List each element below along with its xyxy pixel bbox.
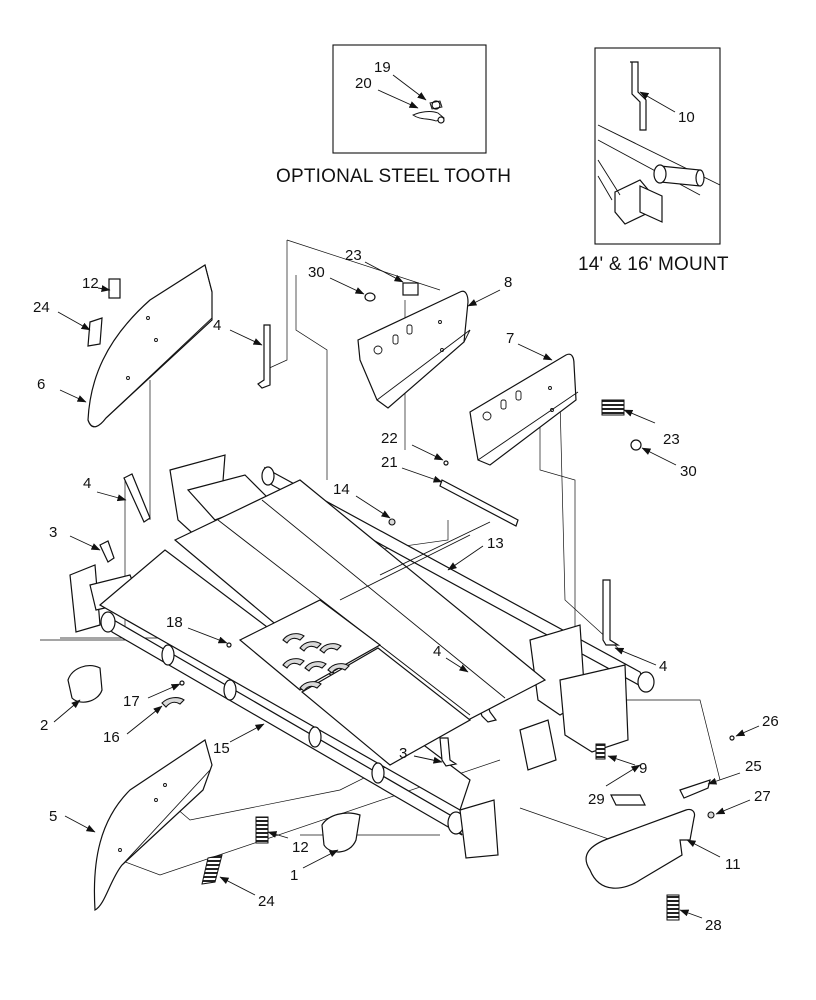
- callout-7: 7: [506, 330, 514, 347]
- part-23-lower-decal: [601, 399, 625, 416]
- callout-4-right: 4: [659, 658, 667, 675]
- mount-bracket-part: [630, 61, 647, 131]
- inset-mount-frame: [594, 47, 721, 245]
- callout-30-upper: 30: [308, 264, 325, 281]
- inset-mount-caption: 14' & 16' MOUNT: [578, 254, 729, 275]
- inset-mount: 10 14' & 16' MOUNT: [578, 47, 729, 275]
- callout-23-lower: 23: [663, 431, 680, 448]
- callout-4-left: 4: [83, 475, 91, 492]
- inset-steel-tooth: 19 20 OPTIONAL STEEL TOOTH: [276, 44, 511, 187]
- callout-22: 22: [381, 430, 398, 447]
- part-4-bracket-left: [123, 473, 151, 523]
- callout-21: 21: [381, 454, 398, 471]
- callout-14: 14: [333, 481, 350, 498]
- part-26-fastener: [729, 735, 735, 741]
- callout-3-center: 3: [399, 745, 407, 762]
- part-22-fastener: [443, 460, 449, 466]
- part-28-decal: [666, 894, 680, 921]
- callout-leaders: [53, 261, 760, 919]
- callout-24-lower: 24: [258, 893, 275, 910]
- callout-8: 8: [504, 274, 512, 291]
- callout-4-center: 4: [433, 643, 441, 660]
- callout-12-upper: 12: [82, 275, 99, 292]
- part-12-upper-decal: [108, 278, 121, 299]
- part-24-upper-decal: [87, 317, 103, 347]
- callout-25: 25: [745, 758, 762, 775]
- callout-27: 27: [754, 788, 771, 805]
- callout-3-left: 3: [49, 524, 57, 541]
- callout-30-lower: 30: [680, 463, 697, 480]
- callout-4-upper: 4: [213, 317, 221, 334]
- part-6-left-upper-shield: [87, 264, 213, 428]
- callout-26: 26: [762, 713, 779, 730]
- callout-2: 2: [40, 717, 48, 734]
- part-21-strip: [439, 479, 519, 527]
- part-4-bracket-upper: [257, 324, 271, 389]
- part-16-tine: [161, 697, 185, 708]
- part-4-bracket-right: [602, 579, 621, 646]
- assembly-guide-lines: [40, 239, 721, 876]
- callout-18: 18: [166, 614, 183, 631]
- callout-17: 17: [123, 693, 140, 710]
- part-8-center-shield: [357, 290, 471, 409]
- part-27-fastener: [707, 811, 715, 819]
- part-3-bracket-left: [99, 540, 115, 563]
- callout-23-upper: 23: [345, 247, 362, 264]
- callout-29: 29: [588, 791, 605, 808]
- part-5-lower-left-shield: [93, 739, 213, 911]
- part-12-lower-decal: [255, 816, 269, 844]
- callout-10: 10: [678, 109, 695, 126]
- part-30-upper-plug: [364, 292, 376, 302]
- callout-1: 1: [290, 867, 298, 884]
- part-14-fastener: [388, 518, 396, 526]
- steel-tooth-part: [412, 100, 445, 124]
- callout-24-upper: 24: [33, 299, 50, 316]
- callout-15: 15: [213, 740, 230, 757]
- callout-9: 9: [639, 760, 647, 777]
- part-29-decal: [595, 743, 606, 760]
- callout-5: 5: [49, 808, 57, 825]
- callout-labels: 12 24 6 4 23 30 8 7 23 30 22 21 14 4 3 1…: [33, 247, 779, 934]
- pickup-tines: [282, 633, 350, 692]
- callout-12-lower: 12: [292, 839, 309, 856]
- callout-19: 19: [374, 59, 391, 76]
- inset-steel-tooth-caption: OPTIONAL STEEL TOOTH: [276, 166, 511, 187]
- part-7-right-shield: [469, 353, 579, 466]
- part-30-lower-plug: [630, 439, 642, 451]
- callout-28: 28: [705, 917, 722, 934]
- callout-16: 16: [103, 729, 120, 746]
- inset-steel-tooth-frame: [332, 44, 487, 154]
- callout-11: 11: [725, 856, 741, 873]
- part-9-bracket: [610, 794, 646, 806]
- part-23-upper-decal: [402, 282, 419, 296]
- callout-13: 13: [487, 535, 504, 552]
- part-17-fastener: [179, 680, 185, 686]
- part-2-end-cap: [67, 665, 103, 703]
- part-11-drive-shield: [585, 808, 696, 889]
- callout-6: 6: [37, 376, 45, 393]
- part-18-fastener: [226, 642, 232, 648]
- callout-20: 20: [355, 75, 372, 92]
- part-25-bracket: [679, 779, 711, 799]
- part-1-end-cap: [321, 812, 361, 853]
- part-24-lower-decal: [201, 854, 223, 885]
